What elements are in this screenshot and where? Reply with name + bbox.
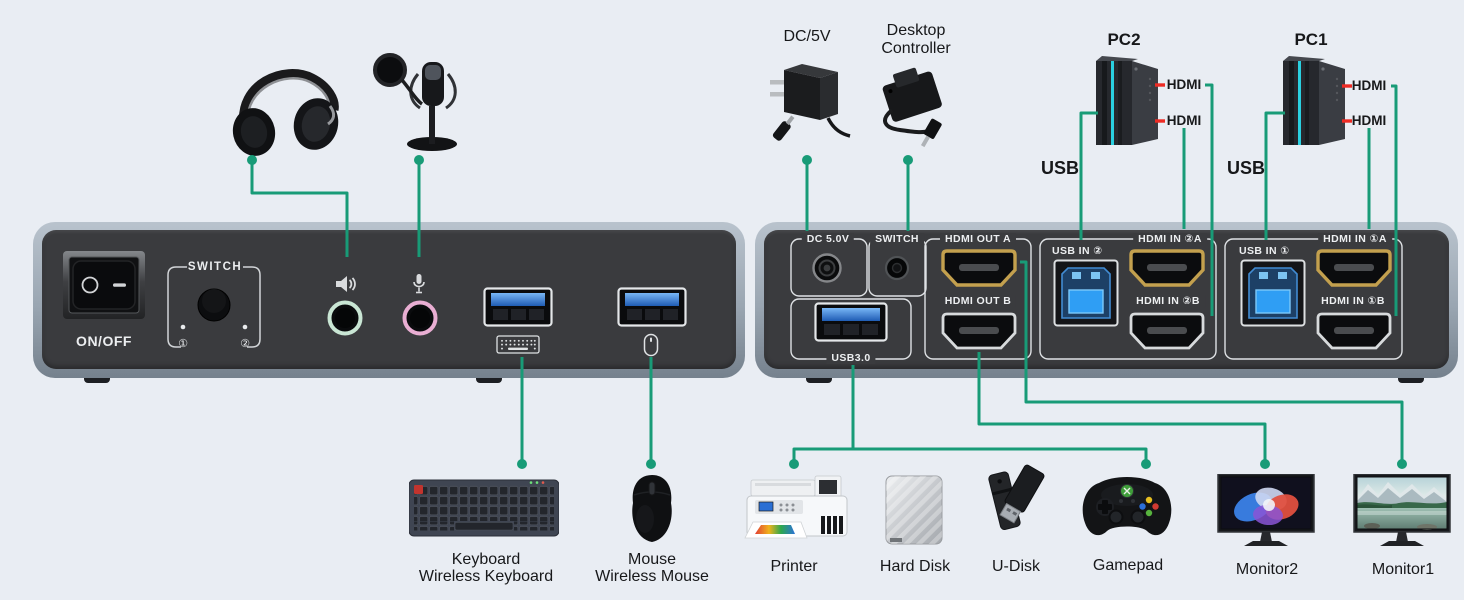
speaker-jack — [327, 300, 363, 336]
mouse-icon — [643, 333, 659, 357]
headphones-image — [232, 69, 339, 156]
dc-port-label: DC 5.0V — [801, 233, 855, 245]
usb-port-mouse — [617, 287, 687, 327]
front-switch-label: SWITCH — [187, 261, 243, 273]
mouse-label-line1: Mouse — [627, 551, 677, 568]
hdmi-out-a-port — [941, 249, 1017, 287]
front-switch-bracket — [167, 266, 261, 348]
keyboard-image — [409, 479, 559, 537]
dc-power-port — [812, 253, 842, 283]
indicator-1-label: ① — [178, 338, 188, 350]
gamepad-label: Gamepad — [1092, 557, 1164, 574]
hdmi-in-2a-port — [1129, 249, 1205, 287]
hdmi-in-1a-port — [1316, 249, 1392, 287]
monitor2-label: Monitor2 — [1235, 561, 1299, 578]
monitor1-label: Monitor1 — [1371, 561, 1435, 578]
microphone-image — [373, 53, 457, 151]
monitor2-image — [1217, 474, 1315, 546]
onoff-label: ON/OFF — [76, 333, 132, 349]
hdmi-in-2b-label: HDMI IN ②B — [1131, 295, 1205, 307]
device-foot — [806, 377, 832, 383]
keyboard-label-line1: Keyboard — [451, 551, 521, 568]
usb3-port-label: USB3.0 — [826, 352, 876, 364]
pc1-label: PC1 — [1294, 30, 1328, 49]
pc2-label: PC2 — [1107, 30, 1141, 49]
power-adapter-image — [770, 64, 851, 141]
pc2-tower-image — [1096, 56, 1158, 145]
hard-disk-label: Hard Disk — [879, 558, 951, 575]
hdmi-out-b-port — [941, 312, 1017, 350]
hdmi-in-1a-label: HDMI IN ①A — [1318, 233, 1392, 245]
switch-button — [197, 288, 231, 322]
mouse-image — [632, 475, 672, 542]
indicator-2-label: ② — [240, 338, 250, 350]
pc1-tower-image — [1283, 56, 1345, 145]
pc1-usb-label: USB — [1226, 158, 1266, 178]
power-switch — [63, 251, 145, 319]
device-foot — [476, 377, 502, 383]
usb-in-2-label: USB IN ② — [1047, 245, 1108, 257]
device-foot — [84, 377, 110, 383]
keyboard-icon — [496, 335, 540, 354]
usb-b-in-2-port — [1053, 259, 1119, 327]
hdmi-in-1b-port — [1316, 312, 1392, 350]
gamepad-image — [1082, 477, 1172, 536]
pc1-hdmi-a-label: HDMI — [1351, 78, 1387, 93]
hdmi-in-2a-label: HDMI IN ②A — [1133, 233, 1207, 245]
hdmi-in-2b-port — [1129, 312, 1205, 350]
desktop-controller-image — [882, 67, 942, 148]
printer-image — [744, 475, 848, 539]
monitor1-image — [1353, 474, 1451, 546]
pc2-hdmi-b-label: HDMI — [1166, 113, 1202, 128]
hdmi-in-1b-label: HDMI IN ①B — [1316, 295, 1390, 307]
desktop-controller-label-line1: Desktop — [886, 22, 946, 39]
u-disk-label: U-Disk — [992, 558, 1040, 575]
device-foot — [1398, 377, 1424, 383]
u-disk-image — [988, 464, 1045, 530]
hard-disk-image — [885, 475, 943, 545]
dc-adapter-label: DC/5V — [783, 28, 831, 45]
switch-jack-port — [884, 255, 910, 281]
usb3-port — [814, 302, 888, 342]
pc2-usb-label: USB — [1040, 158, 1080, 178]
mic-jack — [402, 300, 438, 336]
pc2-hdmi-a-label: HDMI — [1166, 77, 1202, 92]
usb-port-keyboard — [483, 287, 553, 327]
desktop-controller-label-line2: Controller — [881, 40, 951, 57]
mic-icon — [413, 274, 425, 294]
usb-in-1-label: USB IN ① — [1234, 245, 1295, 257]
mouse-label-line2: Wireless Mouse — [595, 568, 709, 585]
speaker-icon — [336, 276, 356, 292]
usb-b-in-1-port — [1240, 259, 1306, 327]
printer-label: Printer — [770, 558, 818, 575]
pc1-hdmi-b-label: HDMI — [1351, 113, 1387, 128]
keyboard-label-line2: Wireless Keyboard — [418, 568, 554, 585]
hdmi-out-a-label: HDMI OUT A — [939, 233, 1017, 245]
switch-leds — [180, 324, 248, 330]
switch-port-label: SWITCH — [870, 233, 924, 245]
hdmi-out-b-label: HDMI OUT B — [939, 295, 1017, 307]
